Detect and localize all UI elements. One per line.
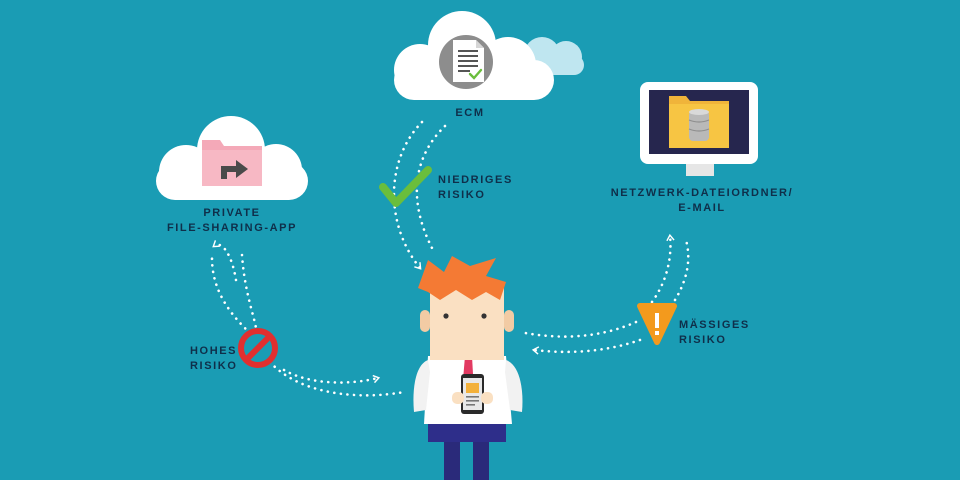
warning-icon	[637, 303, 677, 345]
high-risk-label-line1: HOHES	[190, 345, 238, 357]
medium-risk-label: MÄSSIGES RISIKO	[679, 318, 750, 348]
prohibited-icon	[238, 328, 278, 368]
arrow-to-person-right	[518, 320, 638, 338]
arrow-to-person-lower	[282, 368, 381, 384]
check-icon	[379, 166, 432, 207]
arrow-to-person-right-lower	[531, 338, 642, 355]
private-app-label-line2: FILE-SHARING-APP	[166, 222, 298, 234]
high-risk-label: HOHES RISIKO	[190, 344, 238, 374]
arrow-network-outer	[673, 238, 690, 302]
network-label: NETZWERK-DATEIORDNER/ E-MAIL	[604, 186, 800, 216]
low-risk-label-line2: RISIKO	[438, 189, 486, 201]
ecm-cloud	[394, 11, 584, 100]
arrow-from-person-bottom	[268, 360, 406, 397]
ecm-label: ECM	[446, 106, 494, 121]
arrow-private-left-curve	[210, 256, 252, 335]
low-risk-label: NIEDRIGES RISIKO	[438, 173, 513, 203]
document-check-icon	[453, 40, 484, 82]
arrow-ecm-down	[392, 120, 424, 270]
monitor	[640, 82, 758, 176]
private-app-cloud	[156, 116, 308, 200]
database-folder-icon	[669, 96, 729, 148]
low-risk-label-line1: NIEDRIGES	[438, 174, 513, 186]
arrow-private-right-curve	[240, 253, 258, 334]
flow-arrows	[210, 120, 690, 397]
arrow-network-up	[650, 233, 675, 304]
private-app-label-line1: PRIVATE	[203, 207, 261, 219]
ecm-label-text: ECM	[455, 107, 485, 119]
network-label-line2: E-MAIL	[678, 202, 726, 214]
medium-risk-label-line2: RISIKO	[679, 334, 727, 346]
person-illustration	[413, 256, 523, 480]
medium-risk-label-line1: MÄSSIGES	[679, 319, 750, 331]
high-risk-label-line2: RISIKO	[190, 360, 238, 372]
private-app-label: PRIVATE FILE-SHARING-APP	[152, 206, 312, 236]
network-label-line1: NETZWERK-DATEIORDNER/	[610, 187, 794, 199]
share-folder-icon	[202, 140, 262, 186]
arrow-private-up	[212, 240, 238, 282]
